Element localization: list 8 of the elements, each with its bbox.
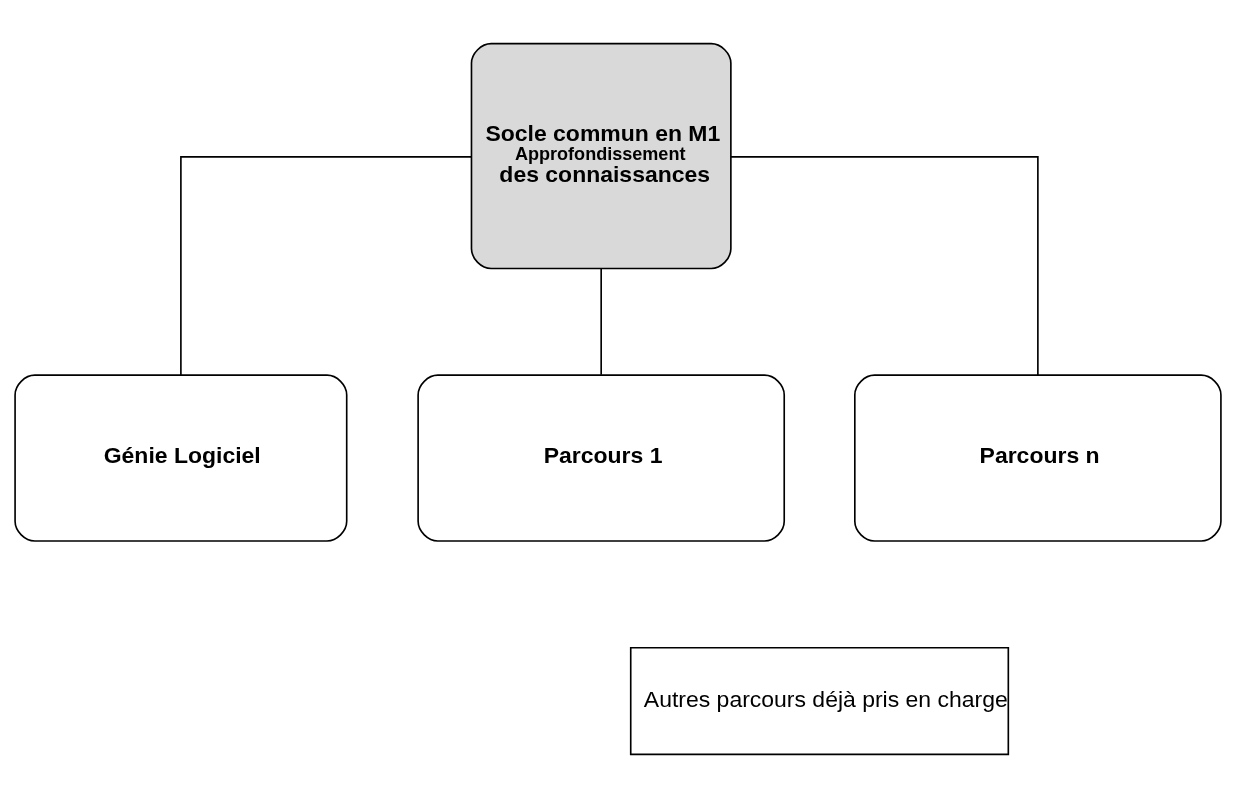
node-box: Parcours n [854, 374, 1222, 542]
node-box: Autres parcours déjà pris en charge [629, 646, 1010, 756]
connector [730, 156, 1039, 376]
connector [180, 156, 472, 376]
connector [600, 267, 602, 376]
node-box: Parcours 1 [417, 374, 786, 542]
node-box: Génie Logiciel [14, 374, 348, 542]
node-box: Socle commun en M1 Approfondissement des connaissances [470, 42, 732, 270]
